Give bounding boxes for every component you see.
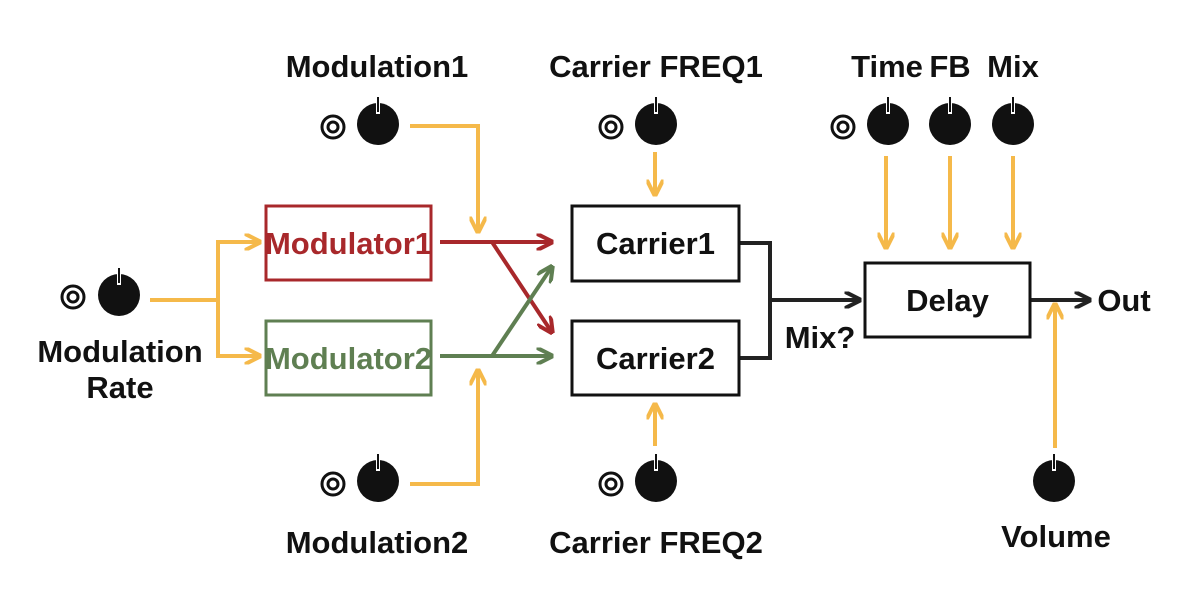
modulation-rate-label-line1: Modulation [37,334,202,369]
modulator1-label: Modulator1 [265,226,432,261]
delay-label: Delay [906,283,989,318]
mix-label: Mix [987,49,1039,84]
knob-icon[interactable] [357,454,399,502]
cv-jack-icon[interactable] [320,114,346,140]
rate-to-modulator2-arrow [216,300,258,356]
delay-block: Delay [863,261,1032,339]
knob-icon[interactable] [992,97,1034,145]
modulator2-label: Modulator2 [265,341,432,376]
modulation-rate-label-line2: Rate [86,370,153,405]
fb-label: FB [929,49,970,84]
cv-jack-icon[interactable] [830,114,856,140]
mix-question-label: Mix? [785,320,856,355]
knob-icon[interactable] [929,97,971,145]
cv-jack-icon[interactable] [598,114,624,140]
modulator2-to-carrier1-arrow [490,268,551,358]
cv-jack-icon[interactable] [60,284,86,310]
modulation-lines [440,242,551,356]
carrier1-label: Carrier1 [596,226,715,261]
time-label: Time [851,49,923,84]
signal-lines [739,241,1088,360]
carrier2-label: Carrier2 [596,341,715,376]
knob-icon[interactable] [867,97,909,145]
modulation2-label: Modulation2 [286,525,469,560]
knob-icon[interactable] [98,268,140,316]
cv-jack-icon[interactable] [598,471,624,497]
knob-icon[interactable] [357,97,399,145]
rate-to-modulator1-arrow [216,242,258,300]
carrier-freq2-label: Carrier FREQ2 [549,525,763,560]
modulator1-to-carrier2-arrow [490,240,551,331]
modulation1-label: Modulation1 [286,49,469,84]
modulation2-arrow [410,372,478,486]
knob-icon[interactable] [1033,454,1075,502]
modulation1-arrow [410,124,478,230]
carrier2-block: Carrier2 [570,319,741,397]
knob-icon[interactable] [635,97,677,145]
volume-label: Volume [1001,519,1111,554]
carrier1-block: Carrier1 [570,204,741,283]
carrier-freq1-label: Carrier FREQ1 [549,49,763,84]
modulator1-block: Modulator1 [264,204,433,282]
modulator2-block: Modulator2 [264,319,433,397]
control-lines [150,124,1055,486]
carrier1-to-mix-line [739,241,772,360]
out-label: Out [1097,283,1150,318]
knob-icon[interactable] [635,454,677,502]
cv-jack-icon[interactable] [320,471,346,497]
